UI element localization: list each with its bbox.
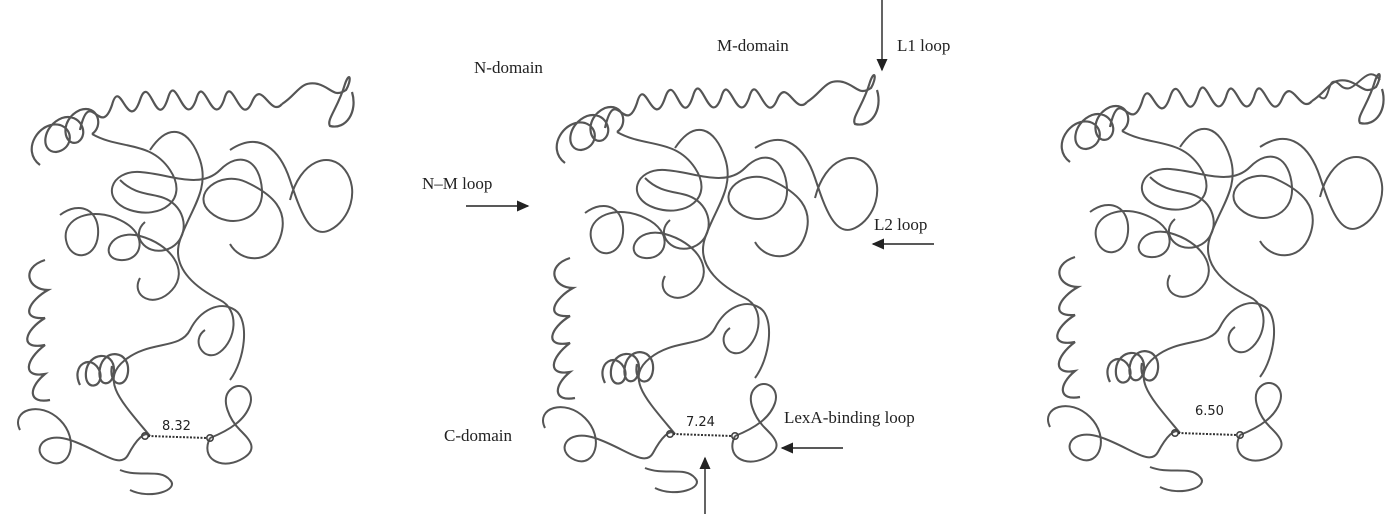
distance-left: 8.32 xyxy=(162,419,191,434)
distance-middle: 7.24 xyxy=(686,415,715,430)
protein-model-right xyxy=(1048,74,1384,491)
label-c-domain: C-domain xyxy=(444,426,512,446)
label-l2-loop: L2 loop xyxy=(874,215,927,235)
label-lexa-binding-loop: LexA-binding loop xyxy=(784,408,915,428)
label-n-domain: N-domain xyxy=(474,58,543,78)
label-nm-loop: N–M loop xyxy=(422,174,492,194)
label-m-domain: M-domain xyxy=(717,36,789,56)
label-l1-loop: L1 loop xyxy=(897,36,950,56)
distance-right: 6.50 xyxy=(1195,404,1224,419)
